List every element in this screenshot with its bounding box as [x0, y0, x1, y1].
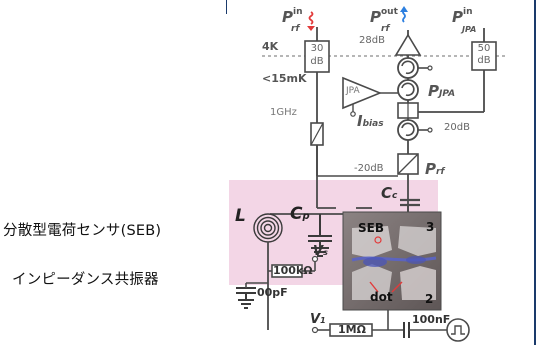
label-p-rf: Prf [425, 160, 445, 178]
capacitor-100pf [236, 287, 256, 309]
label-cc: Cc [381, 184, 398, 202]
annotation-seb-sensor: 分散型電荷センサ(SEB) [3, 223, 162, 239]
label-gain-28db: 28dB [359, 35, 385, 46]
label-v1: V1 [310, 312, 326, 327]
label-coupler-20db: 20dB [444, 122, 470, 133]
frame-line-right [534, 0, 536, 345]
circulator-3 [397, 119, 433, 141]
label-p-jpa-in: Pin [452, 7, 473, 26]
label-jpa: JPA [346, 86, 360, 96]
attenuator-50db [471, 41, 497, 71]
label-c-100nf: 100nF [412, 313, 451, 326]
label-temp-15mk: <15mK [262, 72, 307, 85]
label-p-rf-out: Pout [370, 7, 398, 26]
label-c-100pf: 00pF [257, 286, 288, 299]
label-r-1m: 1MΩ [338, 323, 366, 336]
label-p-jpa-in-sub: JPA [462, 25, 477, 34]
label-coupler-m20db: -20dB [354, 163, 384, 174]
circulator-1 [397, 57, 433, 79]
jpa-amplifier [342, 76, 383, 110]
label-region-3: 3 [426, 220, 435, 234]
pulse-source-icon [446, 318, 470, 342]
label-p-rf-in: Pin [282, 7, 303, 26]
label-inductor: L [235, 206, 246, 226]
label-region-2: 2 [425, 292, 434, 306]
label-i-bias: Ibias [357, 112, 384, 130]
label-dot: dot [370, 290, 393, 304]
circulator-2 [397, 79, 419, 101]
label-p-rf-in-sub: rf [291, 24, 300, 34]
frame-line-left [226, 0, 227, 14]
label-p-jpa: PJPA [428, 82, 456, 100]
device-micrograph [342, 211, 442, 311]
amplifier-28db [394, 33, 422, 56]
label-cp: Cp [290, 204, 310, 224]
label-r-100k: 100kΩ [273, 264, 313, 277]
attenuator-30db [304, 40, 330, 73]
resonator-highlight-region [229, 243, 259, 283]
label-1ghz: 1GHz [270, 107, 297, 118]
parasitic-capacitor [308, 214, 332, 257]
rf-in-arrow-icon [308, 11, 314, 25]
label-vs: Vs [313, 244, 328, 259]
jpa-pump-line [418, 28, 485, 113]
label-p-rf-out-sub: rf [381, 24, 390, 34]
label-temp-4k: 4K [262, 40, 279, 53]
label-seb: SEB [358, 221, 384, 235]
annotation-impedance-resonator: インピーダンス共振器 [12, 272, 159, 288]
